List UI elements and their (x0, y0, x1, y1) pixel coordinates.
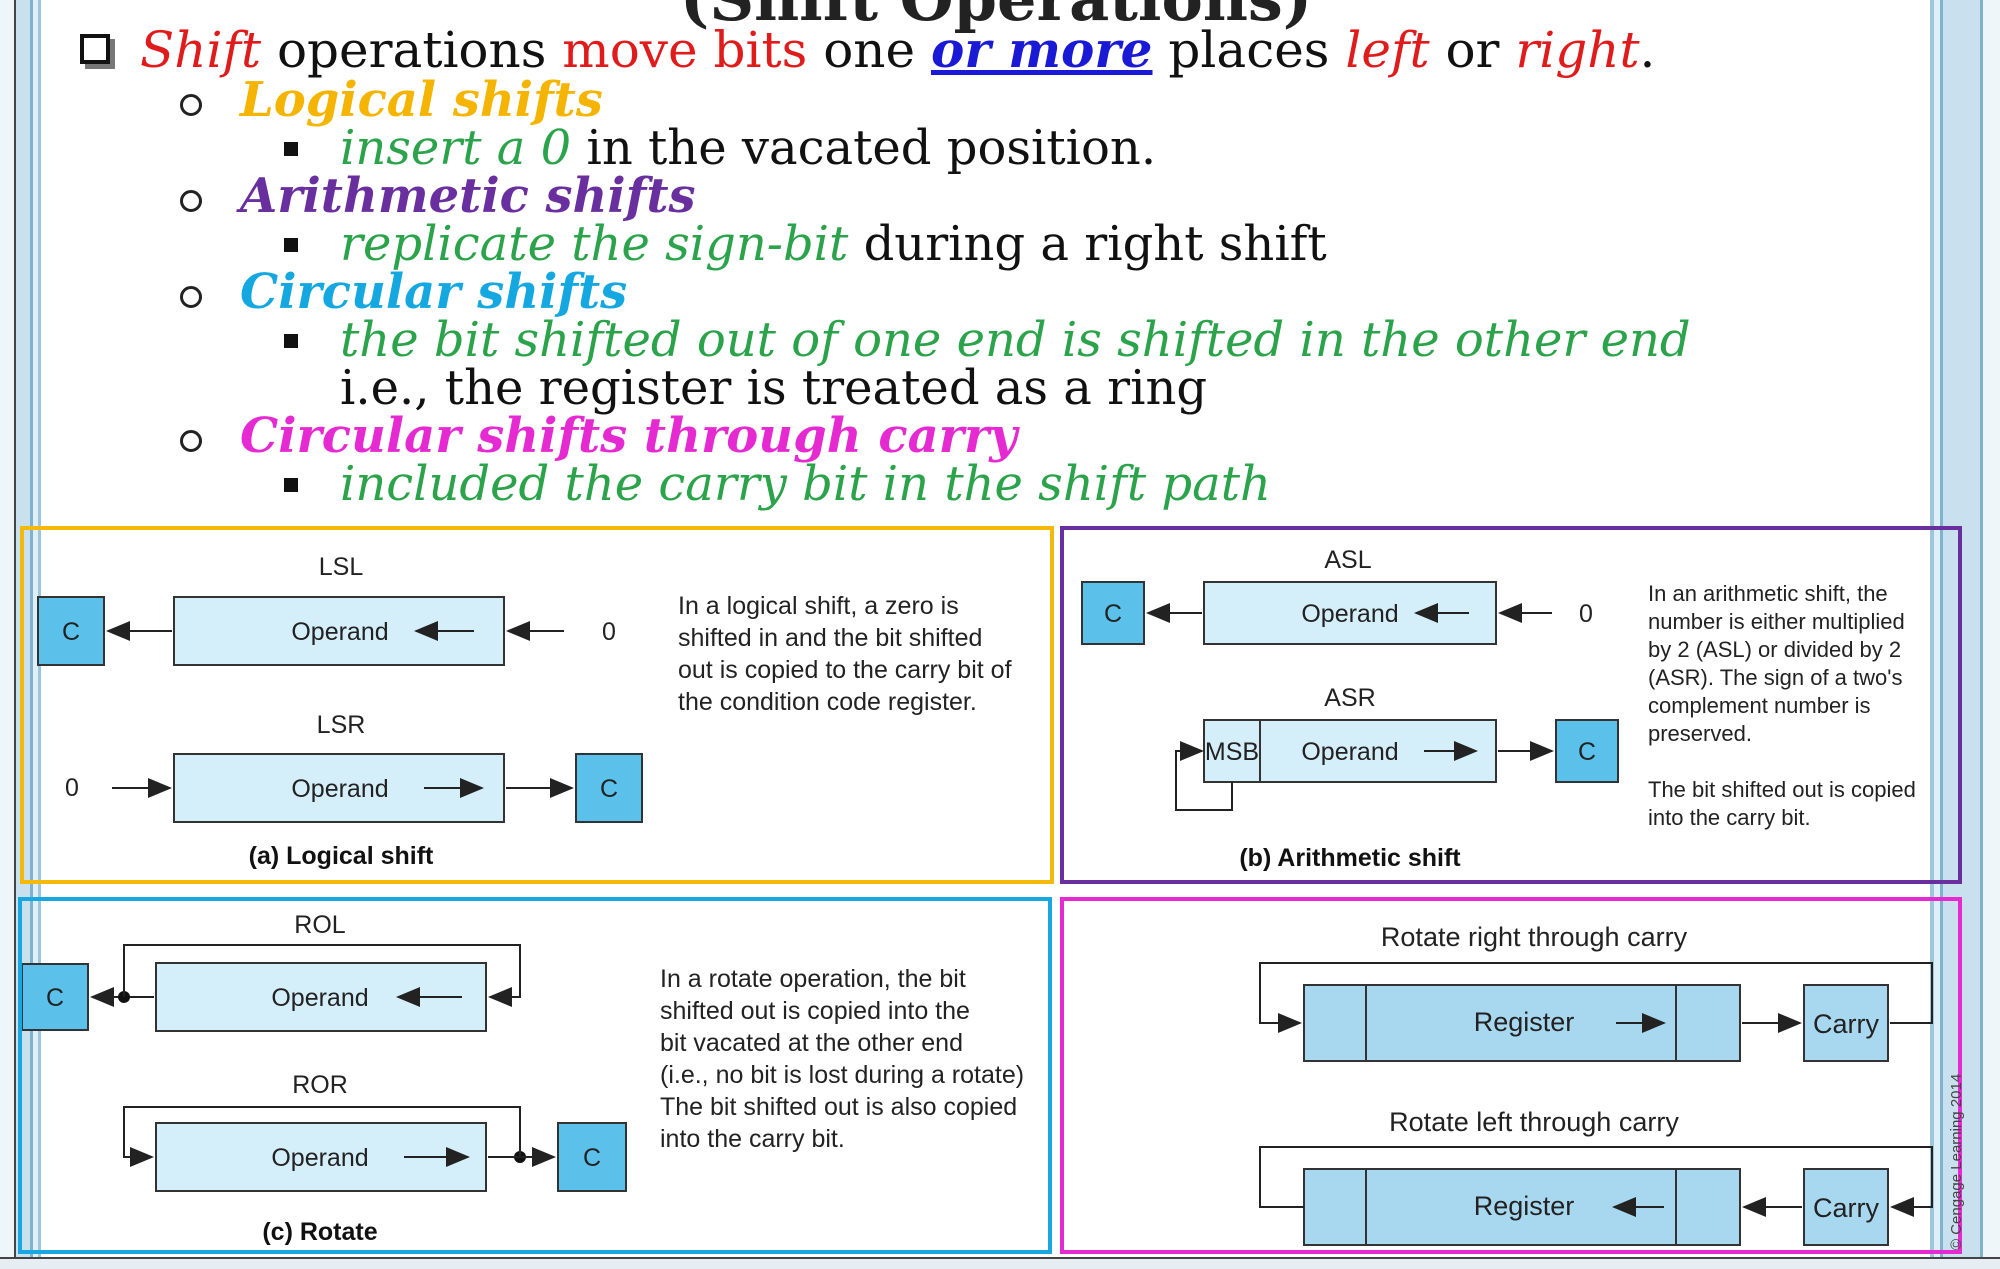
asl-label: ASL (1324, 546, 1371, 574)
circular-shifts-heading: Circular shifts (240, 264, 628, 320)
circle-bullet-icon (180, 94, 202, 116)
carry-box (1081, 581, 1145, 645)
square-bullet-icon (80, 34, 110, 64)
ror-label: ROR (292, 1071, 348, 1099)
circular-shifts-point: the bit shifted out of one end is shifte… (340, 312, 1691, 368)
copyright-text: © Cengage Learning 2014 (1948, 1073, 1965, 1250)
text-or: or (1429, 21, 1516, 79)
carry-label: Carry (1813, 1009, 1879, 1039)
rotate-diagram: ROL C Operand ROR Operand C (c) Rotate (22, 911, 627, 1246)
logical-shift-panel: LSL C Operand 0 LSR 0 Operand C (a) Logi… (20, 526, 1054, 884)
operand-label: Operand (1301, 600, 1398, 628)
text-right-shift: during a right shift (848, 216, 1327, 272)
lsr-label: LSR (317, 711, 366, 739)
zero-label: 0 (602, 618, 616, 646)
text-move-bits: move bits (562, 21, 808, 79)
asr-label: ASR (1324, 684, 1375, 712)
carry-label: C (46, 984, 64, 1012)
arithmetic-shift-panel: ASL C Operand 0 ASR MSB Operand C (b) Ar… (1060, 526, 1962, 884)
arithmetic-caption: (b) Arithmetic shift (1239, 844, 1461, 872)
rotate-panel: ROL C Operand ROR Operand C (c) Rotate I… (18, 897, 1052, 1254)
carry-shifts-heading: Circular shifts through carry (240, 408, 1018, 464)
logical-shifts-point: insert a 0 in the vacated position. (340, 120, 1156, 176)
intro-line: Shift operations move bits one or more p… (140, 20, 1656, 79)
circle-bullet-icon (180, 286, 202, 308)
slide-frame-right (1930, 0, 2000, 1269)
lsl-label: LSL (319, 553, 364, 581)
text-vacated: in the vacated position. (571, 120, 1157, 176)
text-period: . (1639, 21, 1656, 79)
circular-shifts-ring: i.e., the register is treated as a ring (340, 360, 1208, 416)
carry-box (575, 753, 643, 823)
arithmetic-description: In an arithmetic shift, the number is ei… (1648, 581, 1916, 830)
text-right: right (1515, 21, 1640, 79)
rotate-description: In a rotate operation, the bit shifted o… (660, 965, 1025, 1153)
carry-label: C (62, 618, 80, 646)
text-operations: operations (261, 21, 563, 79)
or-more-link[interactable]: or more (930, 20, 1153, 79)
carry-label: C (600, 775, 618, 803)
carry-shifts-point: included the carry bit in the shift path (340, 456, 1271, 512)
operand-label: Operand (291, 775, 388, 803)
operand-label: Operand (271, 984, 368, 1012)
msb-label: MSB (1205, 738, 1259, 766)
rotate-through-carry-diagram: Rotate right through carry Register Carr… (1259, 922, 1933, 1246)
logical-shift-diagram: LSL C Operand 0 LSR 0 Operand C (a) Logi… (37, 553, 643, 870)
rotate-left-title: Rotate left through carry (1389, 1107, 1679, 1137)
carry-label: C (583, 1144, 601, 1172)
carry-label: C (1578, 738, 1596, 766)
text-left: left (1345, 21, 1430, 79)
carry-box (37, 596, 105, 666)
logical-shifts-heading: Logical shifts (240, 72, 603, 128)
circle-bullet-icon (180, 190, 202, 212)
text-insert-zero: insert a 0 (340, 120, 572, 176)
operand-label: Operand (1301, 738, 1398, 766)
operand-label: Operand (291, 618, 388, 646)
register-label: Register (1474, 1007, 1575, 1037)
slide-frame-bottom (0, 1257, 2000, 1269)
logical-caption: (a) Logical shift (249, 842, 434, 870)
slide-title: (Shift Operations) (680, 0, 1312, 35)
arithmetic-shifts-heading: Arithmetic shifts (240, 168, 696, 224)
zero-label: 0 (1579, 600, 1593, 628)
arithmetic-shift-diagram: ASL C Operand 0 ASR MSB Operand C (b) Ar… (1081, 546, 1619, 872)
rotate-right-title: Rotate right through carry (1381, 922, 1688, 952)
carry-label: C (1104, 600, 1122, 628)
text-shift: Shift (140, 21, 262, 79)
logical-description: In a logical shift, a zero is shifted in… (678, 592, 1012, 716)
carry-label: Carry (1813, 1193, 1879, 1223)
arithmetic-shifts-point: replicate the sign-bit during a right sh… (340, 216, 1327, 272)
rotate-through-carry-panel: Rotate right through carry Register Carr… (1060, 897, 1962, 1254)
copyright-notice: © Cengage Learning 2014 (1948, 1000, 1965, 1260)
square-bullet-icon (284, 142, 298, 156)
text-replicate-sign: replicate the sign-bit (340, 216, 849, 272)
register-label: Register (1474, 1191, 1575, 1221)
carry-box (557, 1122, 627, 1192)
square-bullet-icon (284, 334, 298, 348)
square-bullet-icon (284, 478, 298, 492)
operand-label: Operand (271, 1144, 368, 1172)
rotate-caption: (c) Rotate (262, 1218, 377, 1246)
circle-bullet-icon (180, 430, 202, 452)
rol-label: ROL (294, 911, 346, 939)
text-places: places (1152, 21, 1346, 79)
carry-box (1803, 1168, 1889, 1246)
square-bullet-icon (284, 238, 298, 252)
carry-box (1555, 719, 1619, 783)
zero-label: 0 (65, 774, 79, 802)
carry-box (1803, 984, 1889, 1062)
carry-box (22, 963, 89, 1031)
text-one: one (807, 21, 931, 79)
